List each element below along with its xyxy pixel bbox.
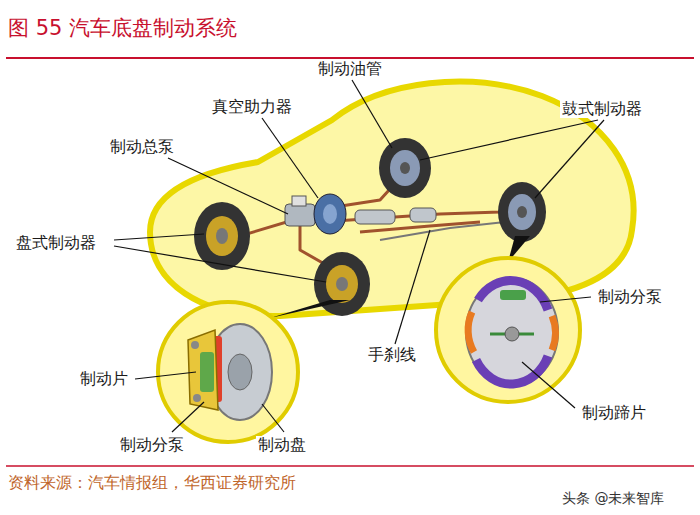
disc-brake-inset [158, 302, 298, 442]
part-label: 制动分泵 [596, 288, 664, 306]
part-label: 制动油管 [316, 60, 384, 78]
part-label: 真空助力器 [210, 98, 294, 116]
title-rule [6, 57, 694, 59]
figure-title: 图 55 汽车底盘制动系统 [8, 16, 237, 40]
part-label: 手刹线 [366, 346, 418, 364]
watermark: 头条 @未来智库 [560, 490, 666, 506]
part-label: 制动蹄片 [580, 404, 648, 422]
part-label: 制动片 [78, 370, 130, 388]
source-caption: 资料来源：汽车情报组，华西证券研究所 [8, 474, 296, 492]
part-label: 制动盘 [256, 436, 308, 454]
inset-pointer [270, 300, 350, 318]
part-label: 制动总泵 [108, 138, 176, 156]
part-label: 盘式制动器 [14, 234, 98, 252]
footer-rule [6, 465, 694, 467]
leader-lines [114, 80, 604, 432]
part-label: 制动分泵 [118, 436, 186, 454]
drum-brake-inset [436, 258, 580, 402]
part-label: 鼓式制动器 [560, 100, 644, 118]
handbrake-cable [380, 222, 505, 240]
master-cylinder-booster [285, 194, 436, 234]
